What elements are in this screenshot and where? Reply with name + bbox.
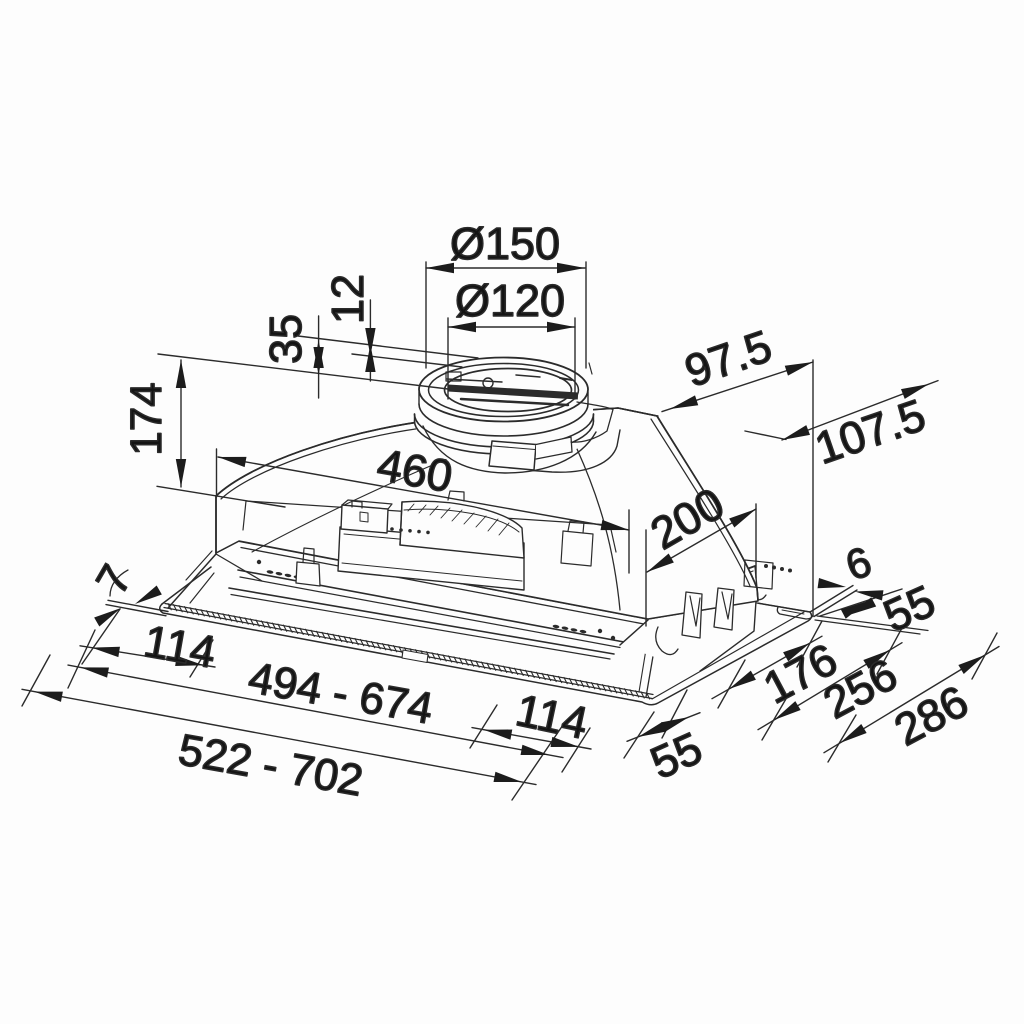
svg-text:Ø150: Ø150 <box>450 218 560 269</box>
svg-text:522 - 702: 522 - 702 <box>175 725 367 806</box>
svg-text:Ø120: Ø120 <box>455 275 565 326</box>
svg-text:97.5: 97.5 <box>678 320 777 397</box>
svg-text:55: 55 <box>876 575 942 642</box>
svg-text:6: 6 <box>840 537 877 589</box>
svg-text:114: 114 <box>140 615 220 678</box>
svg-text:35: 35 <box>260 314 311 364</box>
svg-text:114: 114 <box>512 684 593 749</box>
svg-text:12: 12 <box>322 274 373 324</box>
svg-text:174: 174 <box>122 382 171 455</box>
svg-text:494 - 674: 494 - 674 <box>245 653 437 734</box>
svg-text:107.5: 107.5 <box>809 389 932 474</box>
svg-text:7: 7 <box>87 557 142 603</box>
